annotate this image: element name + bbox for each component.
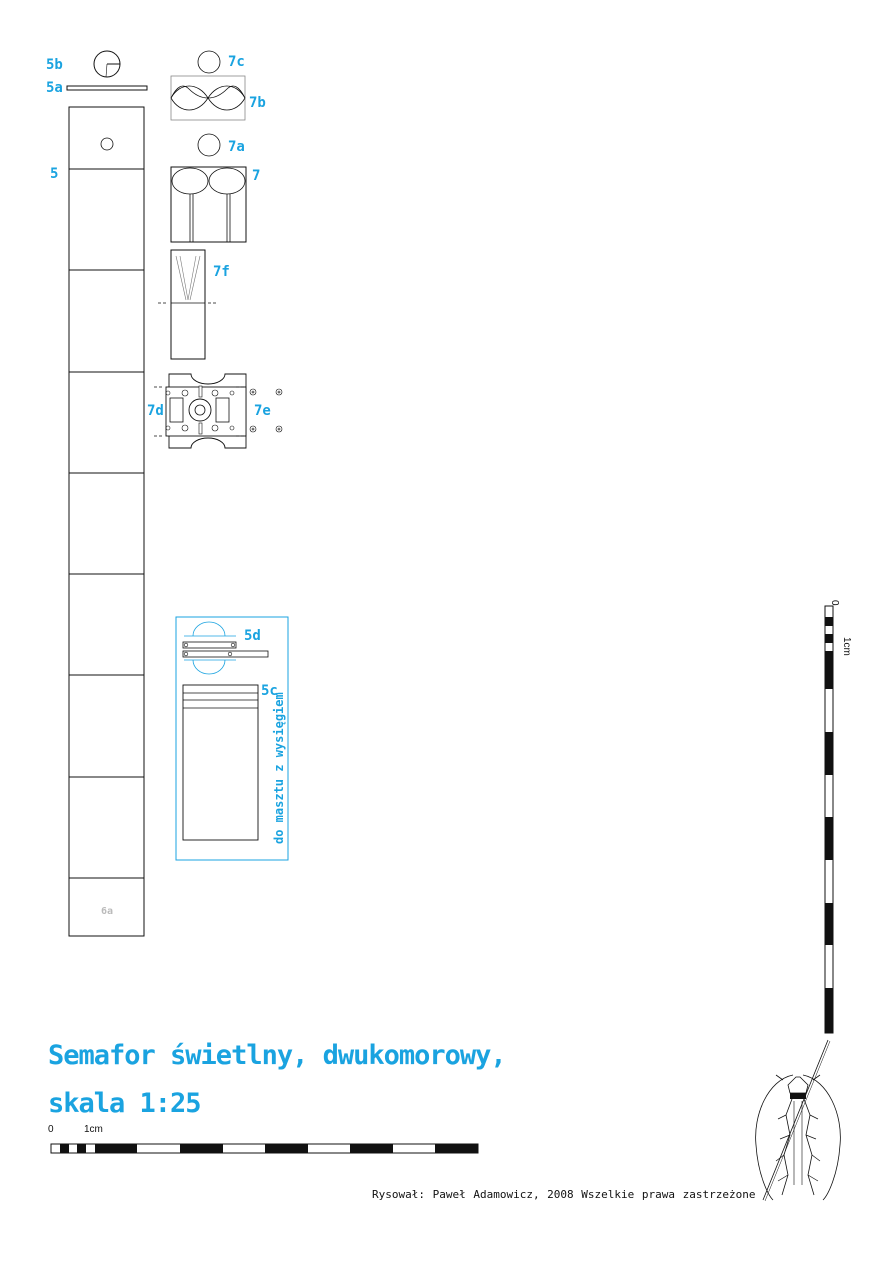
side-label-mast: do masztu z wysięgiem bbox=[272, 692, 286, 844]
label-7a: 7a bbox=[228, 139, 245, 155]
title-line-1: Semafor świetlny, dwukomorowy, bbox=[48, 1040, 507, 1071]
part-7e-bolts bbox=[249, 388, 283, 433]
vertical-scale-bar bbox=[824, 605, 834, 1034]
side-label-text: do masztu z wysięgiem bbox=[272, 692, 286, 844]
part-7d-base bbox=[154, 373, 247, 449]
label-7: 7 bbox=[252, 168, 261, 184]
part-7b-strip bbox=[170, 75, 246, 121]
vscale-unit: 1cm bbox=[841, 637, 852, 656]
label-5a: 5a bbox=[46, 80, 63, 96]
label-5d: 5d bbox=[244, 628, 261, 644]
label-5b: 5b bbox=[46, 57, 63, 73]
hscale-zero: 0 bbox=[48, 1124, 54, 1135]
figure-logo-illustration bbox=[755, 1039, 841, 1202]
part-5c-5d-frame bbox=[175, 616, 289, 861]
label-5c: 5c bbox=[261, 683, 278, 699]
vscale-zero: 0 bbox=[829, 600, 840, 606]
part-5a-strip bbox=[66, 85, 148, 91]
part-5b-disc bbox=[93, 50, 121, 78]
label-7b: 7b bbox=[249, 95, 266, 111]
part-5-column bbox=[68, 106, 145, 937]
label-7f: 7f bbox=[213, 264, 230, 280]
part-7c-circle bbox=[197, 50, 221, 74]
label-7e: 7e bbox=[254, 403, 271, 419]
credits-line: Rysował: Paweł Adamowicz, 2008 Wszelkie … bbox=[372, 1188, 756, 1201]
title-line-2: skala 1:25 bbox=[48, 1088, 202, 1119]
part-7-hood bbox=[170, 166, 247, 243]
part-7a-circle bbox=[197, 133, 221, 157]
label-7d: 7d bbox=[147, 403, 164, 419]
hscale-unit: 1cm bbox=[84, 1124, 103, 1135]
parts-drawing bbox=[66, 50, 289, 937]
label-7c: 7c bbox=[228, 54, 245, 70]
label-5: 5 bbox=[50, 166, 59, 182]
label-6a: 6a bbox=[101, 906, 114, 917]
horizontal-scale-bar bbox=[50, 1143, 479, 1154]
part-7f bbox=[158, 249, 218, 360]
